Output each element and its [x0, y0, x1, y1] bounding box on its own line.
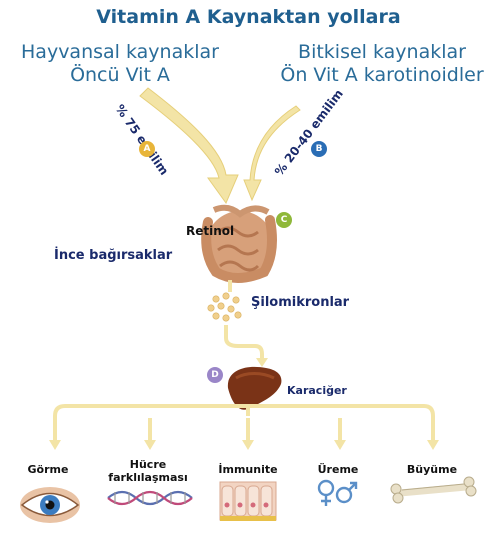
animal-sources-heading: Hayvansal kaynaklar Öncü Vit A: [14, 41, 226, 87]
function-connectors: [53, 404, 435, 440]
plant-arrow: [243, 105, 301, 202]
liver-illustration: [227, 366, 282, 410]
badge-b: B: [311, 141, 327, 157]
animal-sources-line1: Hayvansal kaynaklar: [21, 41, 219, 63]
chylomicron-dots: [207, 292, 242, 322]
page-title: Vitamin A Kaynaktan yollara: [96, 6, 401, 28]
badge-c: C: [276, 212, 292, 228]
animal-sources-line2: Öncü Vit A: [70, 64, 170, 86]
liver-label: Karaciğer: [287, 384, 347, 397]
function-label-vision: Görme: [27, 463, 69, 476]
small-intestine-label: İnce bağırsaklar: [54, 248, 173, 263]
badge-a: A: [139, 141, 155, 157]
plant-sources-line1: Bitkisel kaynaklar: [298, 41, 466, 63]
function-label-immunity: İmmunite: [218, 463, 278, 476]
plant-sources-line2: Ön Vit A karotinoidler: [280, 64, 484, 86]
intestine-illustration: [201, 204, 277, 283]
function-arrowheads: [49, 440, 439, 450]
bone-icon: [390, 476, 477, 504]
plant-sources-heading: Bitkisel kaynaklar Ön Vit A karotinoidle…: [268, 41, 496, 87]
function-label-reproduction: Üreme: [317, 463, 359, 476]
gender-icon: [317, 479, 358, 506]
function-label-cell-differentiation: Hücre farklılaşması: [108, 458, 188, 484]
dna-icon: [107, 490, 193, 506]
badge-d: D: [207, 367, 223, 383]
connector-chylo-liver: [224, 325, 264, 360]
retinol-label: Retinol: [186, 224, 235, 238]
cells-icon: [219, 481, 277, 521]
animal-arrow: [139, 87, 239, 205]
eye-icon: [20, 487, 80, 523]
chylomicrons-label: Şilomikronlar: [251, 295, 350, 310]
function-label-growth: Büyüme: [406, 463, 458, 476]
